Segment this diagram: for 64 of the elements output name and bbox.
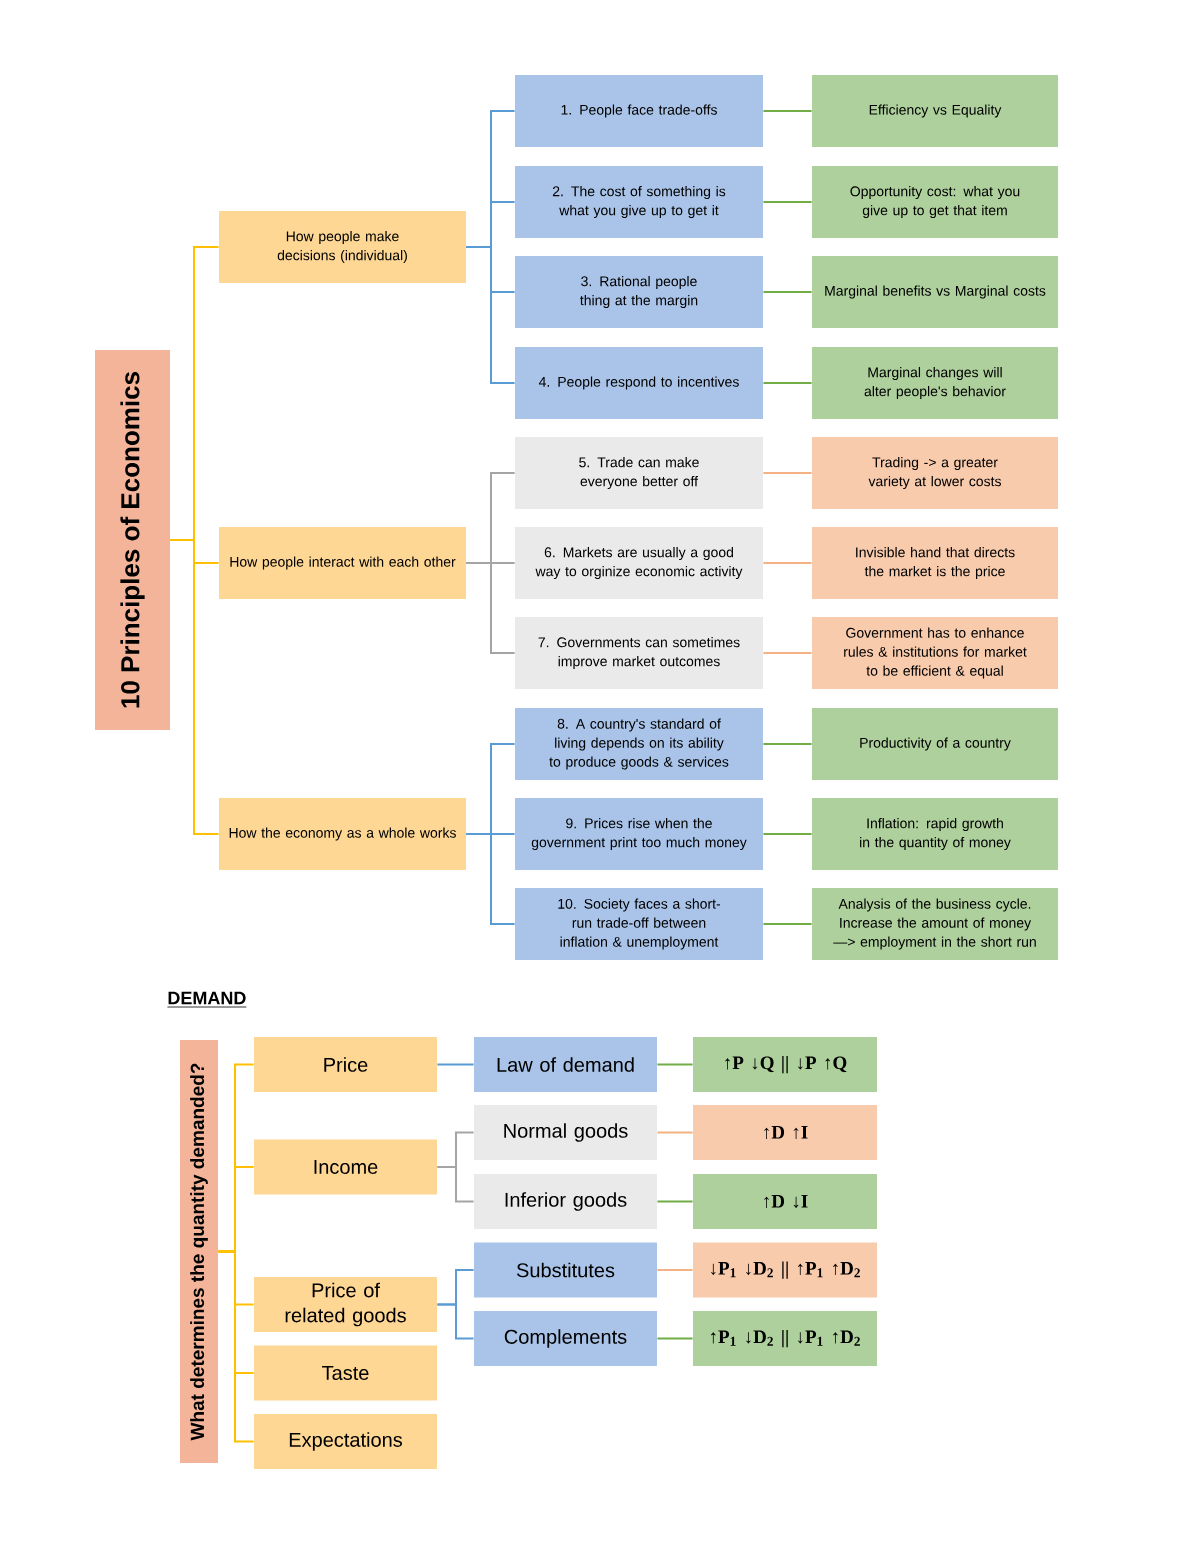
connector-line	[656, 1200, 694, 1203]
principle-box: 2. The cost of something is what you give up to get it	[515, 166, 763, 238]
explanation-box: Inflation: rapid growth in the quantity of money	[812, 798, 1058, 870]
connector-line	[762, 562, 813, 564]
formula-box: ↑P$_{1}$ ↓D$_{2}$ || ↓P$_{1}$ ↑D$_{2}$	[693, 1311, 877, 1366]
explanation-box: Efficiency vs Equality	[812, 75, 1058, 147]
explanation-box: Marginal changes will alter people's behavior	[812, 347, 1058, 419]
connector-line	[762, 652, 813, 654]
connector-line	[656, 1269, 694, 1271]
title-box: What determines the quantity demanded?	[180, 1040, 218, 1463]
connector-line	[465, 562, 516, 654]
category-box: How people interact with each other	[219, 527, 466, 599]
connector-line	[436, 1166, 475, 1203]
connector-line	[762, 743, 813, 745]
connector-line	[656, 1063, 694, 1066]
concept-box: Substitutes	[474, 1242, 657, 1298]
connector-line	[436, 1303, 475, 1340]
connector-line	[436, 1063, 475, 1066]
connector-line	[169, 539, 220, 835]
connector-line	[762, 291, 813, 293]
factor-box: Expectations	[254, 1414, 437, 1469]
connector-line	[762, 923, 813, 925]
connector-line	[762, 201, 813, 203]
section-heading: DEMAND	[167, 991, 247, 1008]
principle-box: 6. Markets are usually a good way to orginize economic activity	[515, 527, 763, 599]
principle-box: 1. People face trade-offs	[515, 75, 763, 147]
concept-box: Normal goods	[474, 1105, 657, 1160]
connector-line	[656, 1337, 694, 1340]
explanation-box: Government has to enhance rules & institutions for market to be efficient & equal	[812, 617, 1058, 689]
principle-box: 8. A country's standard of living depends on its ability to produce goods & services	[515, 708, 763, 780]
factor-box: Price of related goods	[254, 1277, 437, 1332]
connector-line	[217, 1250, 255, 1443]
explanation-box: Analysis of the business cycle. Increase the amount of money —> employment in the short run	[812, 888, 1058, 960]
principle-box: 4. People respond to incentives	[515, 347, 763, 419]
concept-box: Inferior goods	[474, 1174, 657, 1229]
factor-box: Price	[254, 1037, 437, 1092]
principle-box: 7. Governments can sometimes improve market outcomes	[515, 617, 763, 689]
connector-line	[656, 1131, 694, 1134]
explanation-box: Marginal benefits vs Marginal costs	[812, 256, 1058, 328]
principle-box: 5. Trade can make everyone better off	[515, 437, 763, 509]
formula-box: ↑P ↓Q || ↓P ↑Q	[693, 1037, 877, 1092]
category-box: How people make decisions (individual)	[219, 211, 466, 283]
formula-box: ↓P$_{1}$ ↓D$_{2}$ || ↑P$_{1}$ ↑D$_{2}$	[693, 1242, 877, 1298]
connector-line	[465, 833, 516, 925]
connector-line	[465, 246, 516, 384]
connector-line	[762, 382, 813, 384]
connector-line	[762, 472, 813, 474]
formula-box: ↑D ↓I	[693, 1174, 877, 1229]
concept-box: Complements	[474, 1311, 657, 1366]
connector-line	[762, 833, 813, 835]
explanation-box: Trading -> a greater variety at lower costs	[812, 437, 1058, 509]
factor-box: Income	[254, 1139, 437, 1195]
principle-box: 9. Prices rise when the government print too much money	[515, 798, 763, 870]
connector-line	[762, 110, 813, 112]
explanation-box: Opportunity cost: what you give up to get that item	[812, 166, 1058, 238]
explanation-box: Invisible hand that directs the market is the price	[812, 527, 1058, 599]
concept-box: Law of demand	[474, 1037, 657, 1092]
explanation-box: Productivity of a country	[812, 708, 1058, 780]
principle-box: 10. Society faces a short-run trade-off between inflation & unemployment	[515, 888, 763, 960]
principle-box: 3. Rational people thing at the margin	[515, 256, 763, 328]
category-box: How the economy as a whole works	[219, 798, 466, 870]
formula-box: ↑D ↑I	[693, 1105, 877, 1160]
factor-box: Taste	[254, 1345, 437, 1401]
title-box: 10 Principles of Economics	[95, 350, 170, 730]
